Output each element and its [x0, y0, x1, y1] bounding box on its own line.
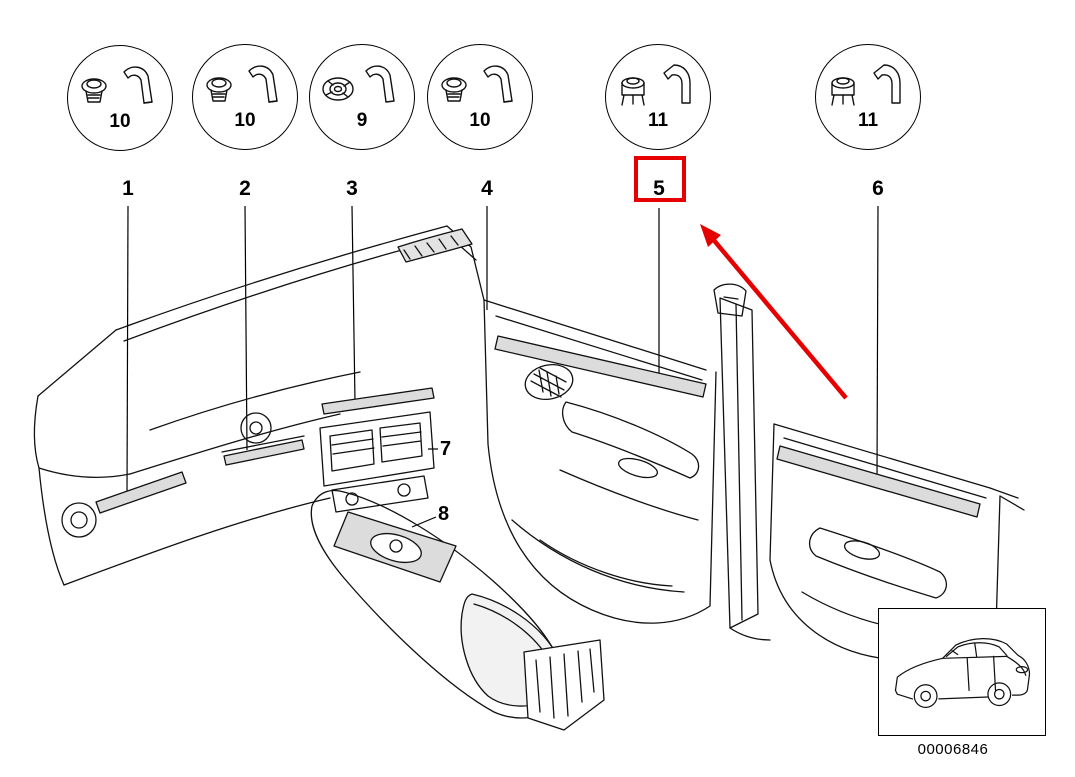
- callout-7[interactable]: 7: [440, 438, 452, 460]
- fastener-circle-1[interactable]: 10: [67, 45, 173, 151]
- fastener-circle-6[interactable]: 11: [815, 44, 921, 150]
- car-thumbnail-box: [878, 608, 1046, 736]
- highlight-box: [634, 156, 686, 202]
- clip-and-trim-icon: [81, 66, 153, 104]
- callout-3[interactable]: 3: [346, 177, 358, 200]
- fastener-part-number: 10: [234, 110, 256, 131]
- fastener-part-number: 11: [647, 110, 669, 131]
- callout-4[interactable]: 4: [481, 177, 493, 200]
- callout-1[interactable]: 1: [122, 177, 134, 200]
- fastener-part-number: 10: [469, 110, 491, 131]
- grommet-and-trim-icon: [322, 65, 395, 103]
- callout-2[interactable]: 2: [239, 177, 251, 200]
- dashboard-art: [33, 225, 1025, 731]
- fastener-part-number: 11: [857, 110, 879, 131]
- leader-lines: [126, 205, 879, 528]
- clip-and-trim-icon: [831, 64, 901, 106]
- fastener-circle-2[interactable]: 10: [192, 44, 298, 150]
- fastener-circle-5[interactable]: 11: [605, 44, 711, 150]
- fastener-circle-4[interactable]: 10: [427, 44, 533, 150]
- callout-5[interactable]: 5: [653, 177, 665, 200]
- callout-8[interactable]: 8: [438, 503, 450, 525]
- fastener-part-number: 10: [109, 111, 131, 132]
- fastener-circle-3[interactable]: 9: [309, 44, 415, 150]
- clip-and-trim-icon: [621, 64, 691, 106]
- clip-and-trim-icon: [441, 65, 513, 103]
- car-thumbnail-icon: [894, 637, 1031, 709]
- diagram-id: 00006846: [917, 741, 989, 758]
- clip-and-trim-icon: [206, 65, 278, 103]
- callout-6[interactable]: 6: [872, 177, 884, 200]
- highlight-arrow: [700, 224, 848, 400]
- fastener-part-number: 9: [356, 110, 368, 131]
